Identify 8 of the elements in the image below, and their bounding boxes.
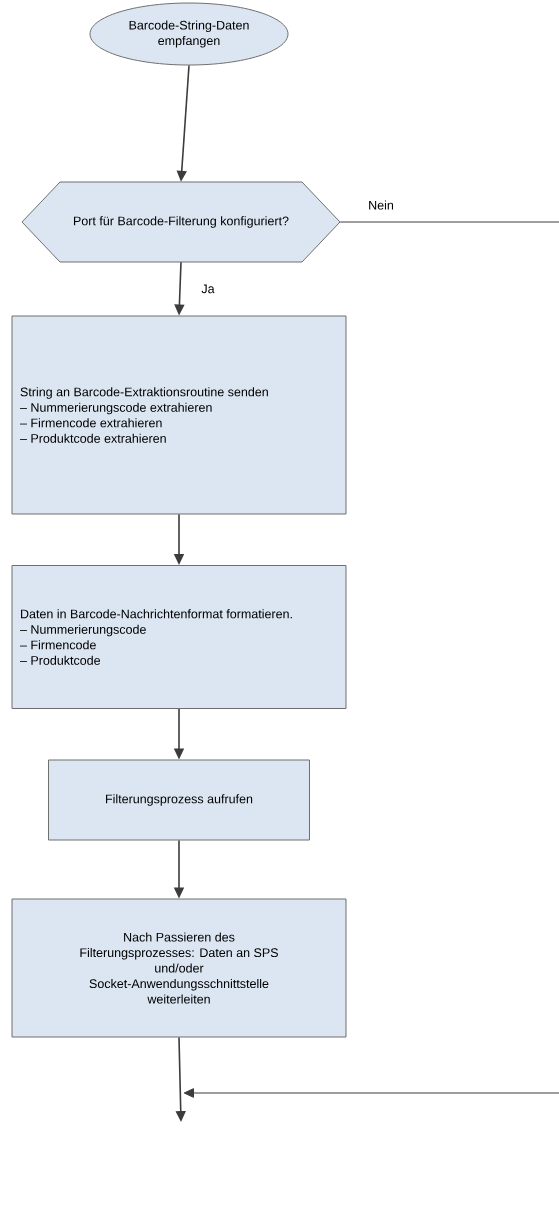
arrow	[183, 221, 559, 1098]
process-box: Nach Passieren des Filterungsprozesses: Daten an SPS und/oder Socket-Anwendungsschnittstelle weiterleiten	[11, 898, 347, 1038]
process-box: String an Barcode-Extraktionsroutine senden – Nummerierungscode extrahieren – Firmencode extrahieren – Produktcode extrahieren	[11, 315, 347, 515]
decision-hexagon: Port für Barcode-Filterung konfiguriert?	[21, 181, 341, 263]
process-box: Filterungsprozess aufrufen	[48, 759, 310, 841]
edge-label: Nein	[369, 200, 393, 210]
process-box: Daten in Barcode-Nachrichtenformat formatieren. – Nummerierungscode – Firmencode – Produktcode	[11, 565, 347, 709]
edge-label: Ja	[201, 284, 215, 294]
